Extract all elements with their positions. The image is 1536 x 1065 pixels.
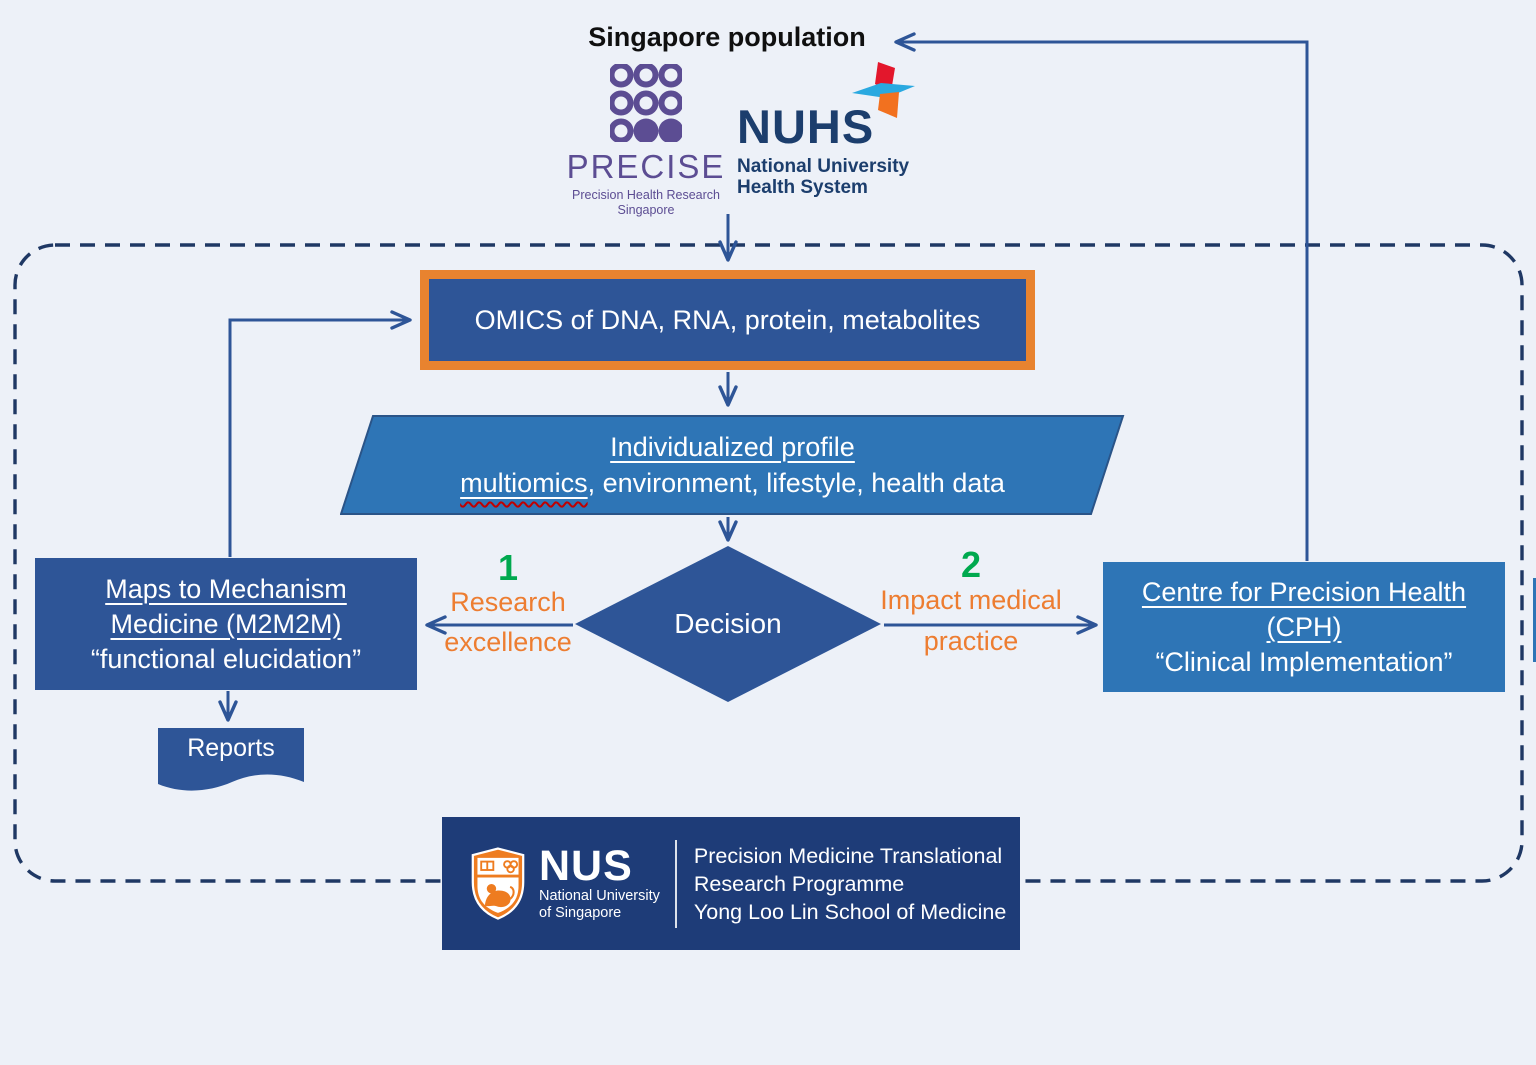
branch-2-number: 2 (960, 544, 982, 585)
branch-1-label-line2: excellence (444, 627, 572, 657)
node-omics: OMICS of DNA, RNA, protein, metabolites (420, 270, 1035, 370)
arrow-m2m2m-feedback-to-omics (228, 310, 412, 557)
cph-line3: “Clinical Implementation” (1155, 646, 1453, 677)
reports-label: Reports (187, 734, 275, 762)
banner-divider (674, 839, 677, 928)
nuhs-logo: NUHS National University Health System (737, 62, 937, 212)
document-shape (158, 728, 304, 791)
branch-2-label-line1: Impact medical (880, 585, 1062, 615)
decision-label: Decision (674, 608, 782, 639)
programme-line1: Precision Medicine Translational (693, 843, 1003, 868)
branch-1-label-line1: Research (450, 587, 566, 617)
programme-line2: Research Programme (693, 871, 905, 896)
programme-line3: Yong Loo Lin School of Medicine (693, 899, 1007, 924)
node-decision: Decision (573, 545, 883, 703)
cph-line1: Centre for Precision Health (1141, 576, 1467, 607)
diamond-shape (575, 546, 881, 702)
nuhs-wordmark: NUHS (737, 100, 875, 153)
precise-dots-icon (610, 64, 682, 142)
precise-tagline-1: Precision Health Research (572, 188, 720, 202)
profile-title: Individualized profile (610, 432, 855, 462)
parallelogram-shape (340, 415, 1125, 515)
branch-2-label-line2: practice (923, 626, 1019, 656)
nus-wordmark: NUS (539, 841, 633, 890)
clipped-right-edge-shape (1533, 578, 1536, 662)
population-title: Singapore population (588, 22, 866, 52)
nus-shield-icon (471, 846, 525, 920)
arrow-cph-loop-to-population (894, 32, 1309, 561)
precise-wordmark: PRECISE (566, 148, 726, 185)
nuhs-subtitle-1: National University (737, 156, 910, 177)
dashed-boundary (13, 243, 1524, 883)
profile-multiomics: multiomics (460, 468, 588, 498)
precise-tagline-2: Singapore (617, 203, 675, 217)
nuhs-subtitle-2: Health System (737, 177, 868, 198)
nus-subtitle-2: of Singapore (539, 904, 622, 921)
m2m2m-line3: “functional elucidation” (90, 643, 362, 674)
node-cph: Centre for Precision Health (CPH) “Clini… (1103, 562, 1505, 692)
cph-line2: (CPH) (1266, 611, 1342, 642)
node-reports: Reports (158, 728, 304, 800)
nuhs-cross-icon (852, 62, 915, 118)
profile-line2-rest: , environment, lifestyle, health data (587, 468, 1005, 498)
branch-1-number: 1 (497, 547, 519, 588)
omics-label: OMICS of DNA, RNA, protein, metabolites (474, 304, 981, 335)
node-individualized-profile: Individualized profile multiomics, envir… (340, 415, 1125, 515)
precise-logo: PRECISE Precision Health Research Singap… (548, 64, 744, 218)
nus-banner: NUS National University of Singapore Pre… (442, 817, 1020, 950)
node-m2m2m: Maps to Mechanism Medicine (M2M2M) “func… (35, 558, 417, 690)
m2m2m-line1: Maps to Mechanism (105, 573, 347, 604)
nus-subtitle-1: National University (539, 887, 660, 904)
m2m2m-line2: Medicine (M2M2M) (110, 608, 342, 639)
